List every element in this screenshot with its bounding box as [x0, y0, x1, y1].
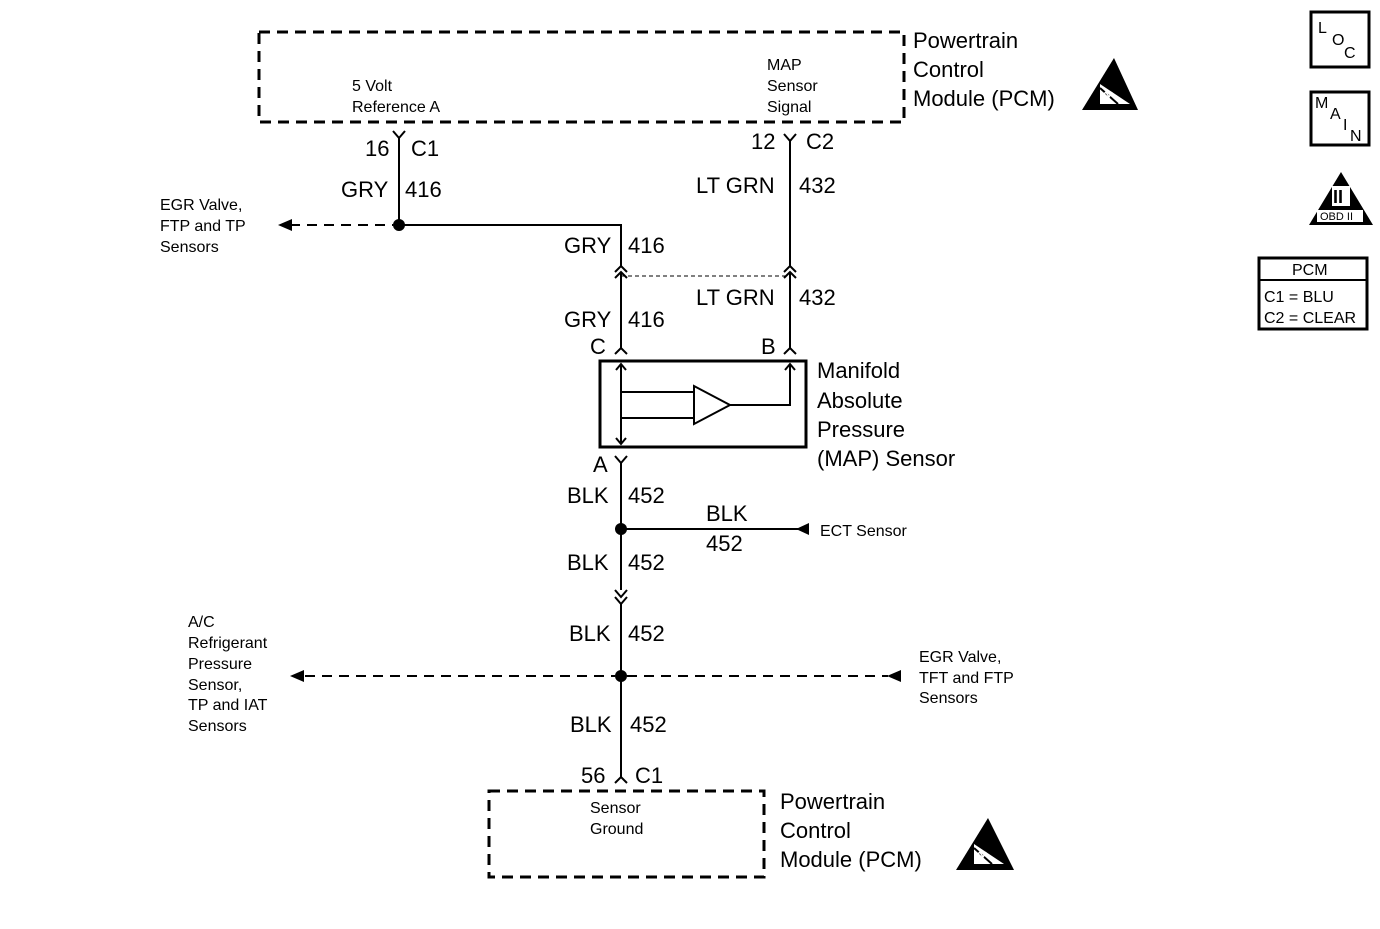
- map-title-line1: Manifold: [817, 358, 900, 383]
- wire-blk-label-ect: BLK: [706, 501, 748, 526]
- terminal-a-label: A: [593, 452, 608, 477]
- branch-ac-line3: Pressure: [188, 656, 252, 673]
- branch-ect-label: ECT Sensor: [820, 523, 908, 540]
- map-sensor: Manifold Absolute Pressure (MAP) Sensor: [598, 358, 955, 471]
- wire-gry-label-1: GRY: [341, 177, 389, 202]
- branch-egr-ftp-tp-line2: FTP and TP: [160, 218, 246, 235]
- wire-452-label-4: 452: [630, 712, 667, 737]
- branch-ac-line6: Sensors: [188, 718, 247, 735]
- main-letter-m: M: [1315, 95, 1328, 112]
- branch-ac-line1: A/C: [188, 614, 215, 631]
- pcm-top-map-label-line3: Signal: [767, 99, 811, 116]
- main-letter-n: N: [1350, 128, 1362, 145]
- pcm-legend-header: PCM: [1292, 262, 1328, 279]
- wire-432-label-2: 432: [799, 285, 836, 310]
- connector-c1-pin56: [614, 775, 628, 784]
- loc-letter-o: O: [1332, 32, 1344, 49]
- terminal-a-connector: [614, 455, 628, 465]
- map-title-line3: Pressure: [817, 417, 905, 442]
- pin-56-label: 56: [581, 763, 605, 788]
- pcm-bottom-title-line3: Module (PCM): [780, 847, 922, 872]
- terminal-c-label: C: [590, 334, 606, 359]
- branch-egr-tft-ftp-line3: Sensors: [919, 690, 978, 707]
- inline-connector-452: [614, 589, 628, 606]
- loc-letter-l: L: [1318, 20, 1327, 37]
- branch-egr-tft-ftp-arrow: [887, 670, 901, 682]
- pcm-top-map-label-line2: Sensor: [767, 78, 818, 95]
- wire-gry-label-3: GRY: [564, 307, 612, 332]
- wire-416-label-2: 416: [628, 233, 665, 258]
- pcm-bottom-title-line2: Control: [780, 818, 851, 843]
- pcm-top: 5 Volt Reference A MAP Sensor Signal Pow…: [257, 28, 1138, 124]
- pcm-top-5v-label-line2: Reference A: [352, 99, 440, 116]
- main-icon[interactable]: M A I N: [1309, 90, 1371, 147]
- pcm-top-title-line3: Module (PCM): [913, 86, 1055, 111]
- splice-416: [393, 219, 405, 231]
- branch-ect-arrow: [796, 523, 809, 535]
- map-sensor-box: [598, 359, 808, 449]
- branch-egr-ftp-tp-line1: EGR Valve,: [160, 197, 242, 214]
- amplifier-icon: [693, 384, 733, 426]
- branch-egr-tft-ftp-line1: EGR Valve,: [919, 649, 1001, 666]
- wire-blk-label-3: BLK: [569, 621, 611, 646]
- c1-label-top: C1: [411, 136, 439, 161]
- obd-text: OBD II: [1320, 211, 1353, 223]
- obd-numeral: II: [1333, 187, 1343, 207]
- pcm-top-title-line1: Powertrain: [913, 28, 1018, 53]
- main-letter-a: A: [1330, 106, 1341, 123]
- obd-ii-icon[interactable]: II OBD II: [1309, 172, 1373, 225]
- branch-ac-line5: TP and IAT: [188, 697, 268, 714]
- wire-416-label-3: 416: [628, 307, 665, 332]
- pin-12-label: 12: [751, 129, 775, 154]
- branch-egr-ftp-tp-arrow: [278, 219, 292, 231]
- pcm-top-map-label-line1: MAP: [767, 57, 802, 74]
- splice-452-lower: [615, 670, 627, 682]
- loc-letter-c: C: [1344, 45, 1356, 62]
- pcm-bottom-pin-label-line2: Ground: [590, 821, 643, 838]
- branch-egr-tft-ftp-line2: TFT and FTP: [919, 670, 1014, 687]
- wire-416-upper: [398, 138, 622, 266]
- inline-connector: [614, 264, 797, 279]
- branch-ac-arrow: [290, 670, 304, 682]
- pcm-top-title-line2: Control: [913, 57, 984, 82]
- connector-c1-pin16: 16 C1: [365, 130, 439, 161]
- c2-label: C2: [806, 129, 834, 154]
- branch-ac-line4: Sensor,: [188, 677, 242, 694]
- loc-icon[interactable]: L O C: [1309, 10, 1371, 69]
- wire-ltgrn-label-1: LT GRN: [696, 173, 775, 198]
- wire-blk-label-1: BLK: [567, 483, 609, 508]
- map-title-line4: (MAP) Sensor: [817, 446, 955, 471]
- pcm-top-box: [257, 30, 906, 124]
- map-title-line2: Absolute: [817, 388, 903, 413]
- wire-blk-label-4: BLK: [570, 712, 612, 737]
- main-letter-i: I: [1343, 117, 1347, 134]
- terminal-c-connector: [614, 346, 628, 355]
- branch-ac-line2: Refrigerant: [188, 635, 268, 652]
- pcm-top-5v-label-line1: 5 Volt: [352, 78, 393, 95]
- pcm-bottom-title-line1: Powertrain: [780, 789, 885, 814]
- pin-16-label: 16: [365, 136, 389, 161]
- esd-warning-icon: [956, 818, 1014, 870]
- pcm-connector-legend: PCM C1 = BLU C2 = CLEAR: [1257, 256, 1369, 331]
- wire-416-label-1: 416: [405, 177, 442, 202]
- branch-egr-ftp-tp-line3: Sensors: [160, 239, 219, 256]
- pcm-bottom: Sensor Ground Powertrain Control Module …: [487, 789, 1014, 879]
- wire-blk-label-2: BLK: [567, 550, 609, 575]
- terminal-b-connector: [783, 346, 797, 355]
- wire-432-label-1: 432: [799, 173, 836, 198]
- c1-label-bottom: C1: [635, 763, 663, 788]
- wire-ltgrn-label-2: LT GRN: [696, 285, 775, 310]
- wire-452-label-1: 452: [628, 483, 665, 508]
- wire-gry-label-2: GRY: [564, 233, 612, 258]
- pcm-legend-row2: C2 = CLEAR: [1264, 310, 1356, 327]
- pcm-legend-row1: C1 = BLU: [1264, 289, 1334, 306]
- esd-warning-icon: [1082, 58, 1138, 110]
- wire-452-label-3: 452: [628, 621, 665, 646]
- wire-452-label-2: 452: [628, 550, 665, 575]
- wire-452-label-ect: 452: [706, 531, 743, 556]
- terminal-b-label: B: [761, 334, 776, 359]
- pcm-bottom-pin-label-line1: Sensor: [590, 800, 641, 817]
- connector-c2-pin12: 12 C2: [751, 129, 834, 154]
